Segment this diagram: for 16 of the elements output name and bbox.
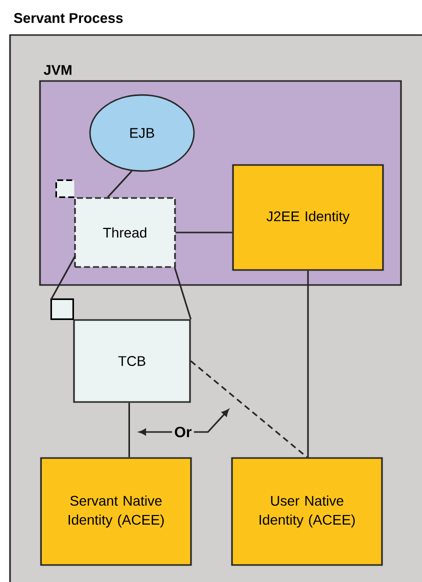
connector-line: [176, 232, 232, 234]
arrow: [139, 428, 172, 436]
thread-box: Thread: [55, 179, 176, 268]
connector-line: [307, 270, 309, 458]
connector-line: [174, 268, 192, 320]
identity-box: User Native Identity (ACEE): [231, 457, 383, 566]
tcb-box: TCB: [50, 298, 191, 403]
node-label: Servant Process: [14, 13, 123, 23]
connector-line: [50, 255, 76, 300]
connector-line: [107, 170, 132, 198]
identity-box: J2EE Identity: [232, 164, 384, 271]
connector-line: [190, 360, 308, 458]
identity-box: Servant Native Identity (ACEE): [40, 457, 192, 566]
or-label: Or: [174, 426, 192, 438]
arrow: [194, 409, 229, 433]
node-label: JVM: [44, 65, 72, 75]
